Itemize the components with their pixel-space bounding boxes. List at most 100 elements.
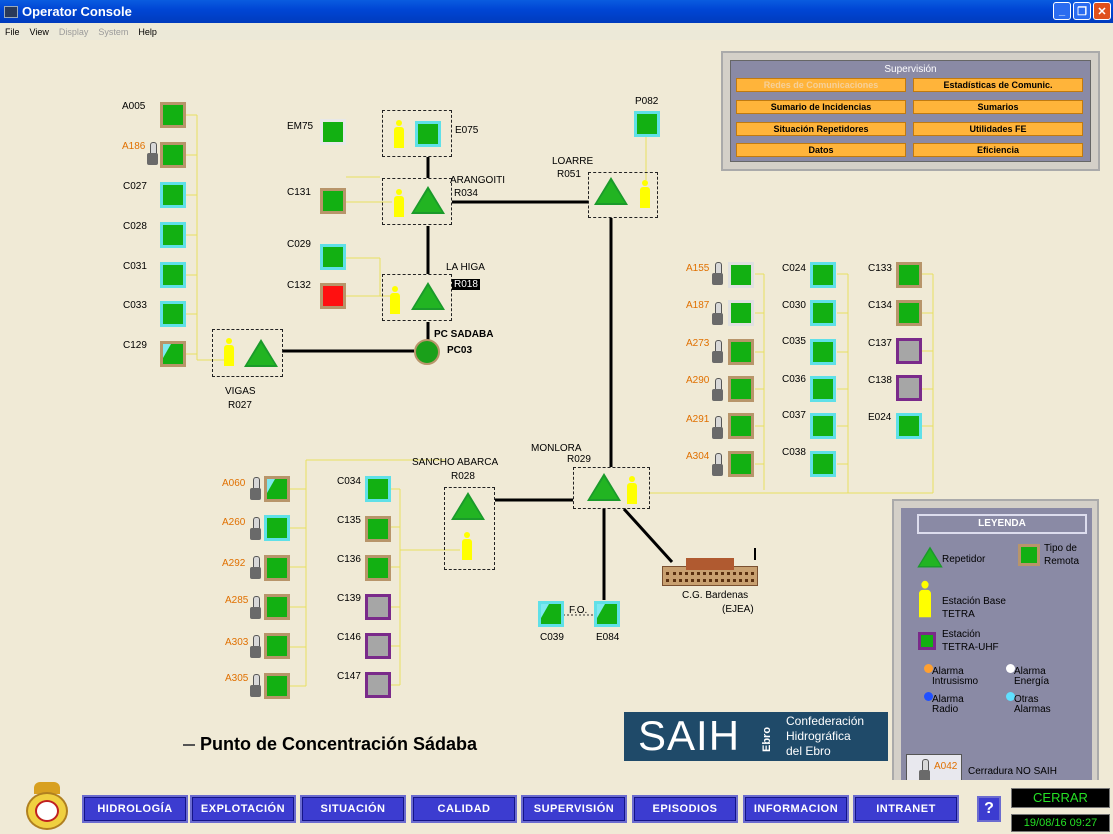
nav-episodios[interactable]: EPISODIOS: [632, 795, 738, 823]
label-c136: C136: [337, 554, 361, 565]
label-a155: A155: [686, 263, 710, 274]
legend-ai2: Intrusismo: [932, 676, 979, 687]
station-a273[interactable]: [728, 339, 754, 365]
monlora-box[interactable]: [573, 467, 650, 509]
station-a305[interactable]: [264, 673, 290, 699]
station-e084[interactable]: [594, 601, 620, 627]
confederation-name: Confederación Hidrográfica del Ebro: [786, 714, 864, 759]
station-c034[interactable]: [365, 476, 391, 502]
station-a186[interactable]: [160, 142, 186, 168]
nav-intranet[interactable]: INTRANET: [853, 795, 959, 823]
vigas-box[interactable]: [212, 329, 283, 377]
label-c034: C034: [337, 476, 361, 487]
legend-tipo2: Remota: [1044, 556, 1080, 567]
station-c024[interactable]: [810, 262, 836, 288]
comm-stats-button[interactable]: Estadísticas de Comunic.: [913, 78, 1083, 92]
station-c139[interactable]: [365, 594, 391, 620]
station-c135[interactable]: [365, 516, 391, 542]
lock-icon: [250, 635, 262, 659]
station-a285[interactable]: [264, 594, 290, 620]
station-a303[interactable]: [264, 633, 290, 659]
restore-button[interactable]: ❐: [1073, 2, 1091, 20]
station-c147[interactable]: [365, 672, 391, 698]
e075-box[interactable]: [382, 110, 452, 157]
fe-utilities-button[interactable]: Utilidades FE: [913, 122, 1083, 136]
station-c131[interactable]: [320, 188, 346, 214]
station-c039[interactable]: [538, 601, 564, 627]
label-c137: C137: [868, 338, 892, 349]
lock-icon: [250, 674, 262, 698]
nav-hidrologia[interactable]: HIDROLOGÍA: [82, 795, 188, 823]
label-sancho-abarca: SANCHO ABARCA: [412, 457, 499, 468]
repeater-status-button[interactable]: Situación Repetidores: [736, 122, 906, 136]
station-c146[interactable]: [365, 633, 391, 659]
station-c138[interactable]: [896, 375, 922, 401]
station-a060[interactable]: [264, 476, 290, 502]
incident-summary-button[interactable]: Sumario de Incidencias: [736, 100, 906, 114]
lock-icon: [250, 517, 262, 541]
close-console-button[interactable]: CERRAR: [1011, 788, 1110, 808]
station-c038[interactable]: [810, 451, 836, 477]
la-higa-box[interactable]: [382, 274, 452, 321]
station-a291[interactable]: [728, 413, 754, 439]
station-c029[interactable]: [320, 244, 346, 270]
label-c031: C031: [123, 261, 147, 272]
label-c036: C036: [782, 374, 806, 385]
station-c036[interactable]: [810, 376, 836, 402]
station-c035[interactable]: [810, 339, 836, 365]
nav-supervision[interactable]: SUPERVISIÓN: [521, 795, 627, 823]
arangoiti-box[interactable]: [382, 178, 452, 225]
label-c038: C038: [782, 447, 806, 458]
label-e024: E024: [868, 412, 892, 423]
station-a187[interactable]: [728, 300, 754, 326]
nav-situacion[interactable]: SITUACIÓN: [300, 795, 406, 823]
station-c031[interactable]: [160, 262, 186, 288]
station-c030[interactable]: [810, 300, 836, 326]
station-c137[interactable]: [896, 338, 922, 364]
legend-ai1: Alarma: [932, 666, 964, 677]
station-c133[interactable]: [896, 262, 922, 288]
station-a155[interactable]: [728, 262, 754, 288]
station-c028[interactable]: [160, 222, 186, 248]
station-c132[interactable]: [320, 283, 346, 309]
nav-informacion[interactable]: INFORMACION: [743, 795, 849, 823]
label-fo: F.O.: [569, 605, 588, 616]
menu-help[interactable]: Help: [138, 26, 157, 37]
nav-explotacion[interactable]: EXPLOTACIÓN: [190, 795, 296, 823]
conf-line2: Hidrográfica: [786, 729, 851, 743]
minimize-button[interactable]: _: [1053, 2, 1071, 20]
station-em75[interactable]: [320, 119, 346, 145]
station-a260[interactable]: [264, 515, 290, 541]
station-c134[interactable]: [896, 300, 922, 326]
tetra-uhf-legend-icon: [918, 632, 936, 650]
sancho-abarca-box[interactable]: [444, 487, 495, 570]
label-a260: A260: [222, 517, 246, 528]
station-e075[interactable]: [415, 121, 441, 147]
station-a304[interactable]: [728, 451, 754, 477]
efficiency-button[interactable]: Eficiencia: [913, 143, 1083, 157]
station-c027[interactable]: [160, 182, 186, 208]
legend-ar1: Alarma: [932, 694, 964, 705]
summaries-button[interactable]: Sumarios: [913, 100, 1083, 114]
station-c136[interactable]: [365, 555, 391, 581]
station-c129[interactable]: [160, 341, 186, 367]
saih-logo: SAIH Ebro Confederación Hidrográfica del…: [624, 712, 888, 761]
station-c033[interactable]: [160, 301, 186, 327]
station-a005[interactable]: [160, 102, 186, 128]
legend-ae2: Energía: [1014, 676, 1050, 687]
menu-view[interactable]: View: [29, 26, 49, 37]
label-a273: A273: [686, 338, 710, 349]
station-p082[interactable]: [634, 111, 660, 137]
repeater-icon: [411, 282, 445, 310]
help-button[interactable]: ?: [977, 796, 1001, 822]
station-a292[interactable]: [264, 555, 290, 581]
nav-calidad[interactable]: CALIDAD: [411, 795, 517, 823]
radio-alarm-dot: [924, 692, 933, 701]
loarre-box[interactable]: [588, 172, 658, 218]
station-e024[interactable]: [896, 413, 922, 439]
station-c037[interactable]: [810, 413, 836, 439]
close-button[interactable]: ✕: [1093, 2, 1111, 20]
menu-file[interactable]: File: [5, 26, 20, 37]
station-a290[interactable]: [728, 376, 754, 402]
data-button[interactable]: Datos: [736, 143, 906, 157]
